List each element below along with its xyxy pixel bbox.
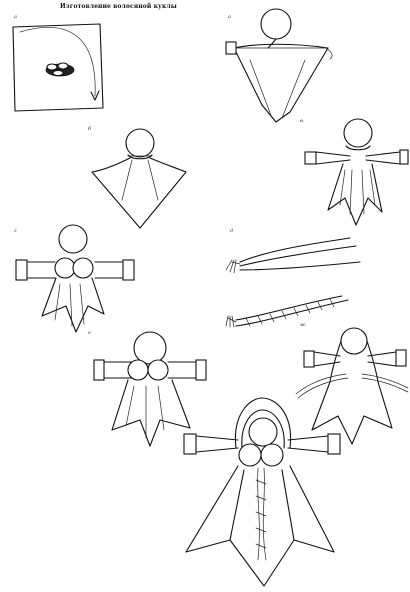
- final-doll-illustration: [184, 398, 340, 586]
- step-d-illustration: [226, 238, 360, 327]
- step-zh-illustration: [296, 328, 408, 444]
- step-g-illustration: [16, 225, 134, 332]
- step-a-illustration: [226, 9, 332, 122]
- step-b-illustration: [92, 129, 186, 228]
- step-v-illustration: [305, 119, 408, 225]
- step-e-illustration: [94, 332, 206, 446]
- cloth-square-illustration: [13, 24, 103, 111]
